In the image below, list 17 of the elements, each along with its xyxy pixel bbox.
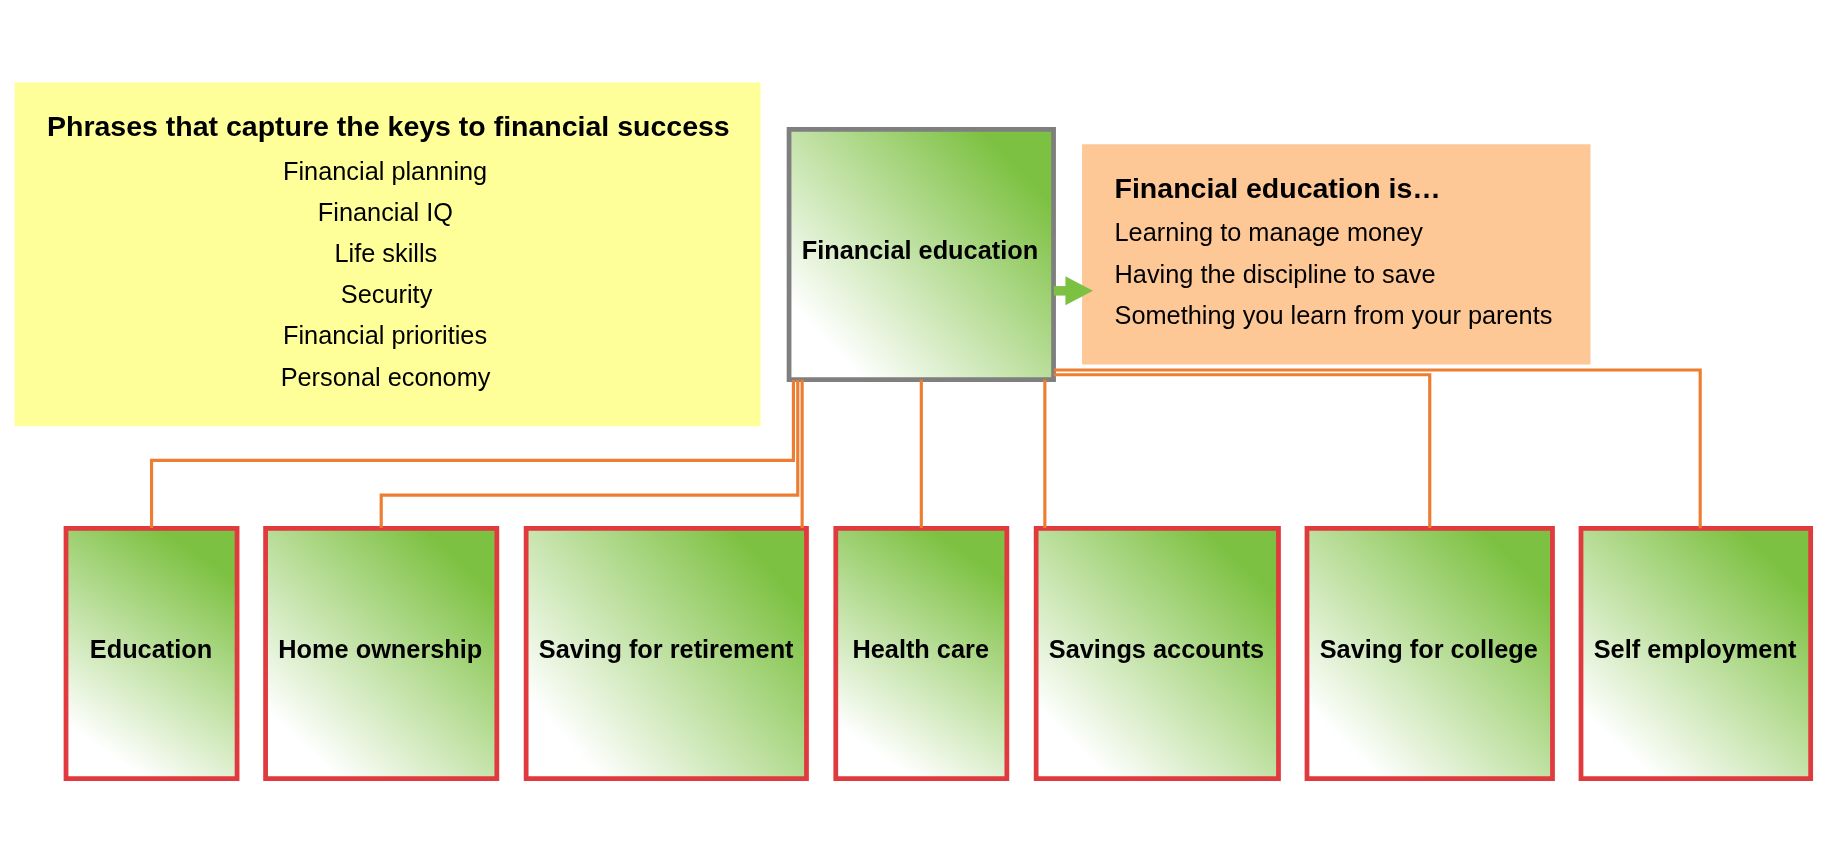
node-box: Saving for retirement <box>523 525 809 781</box>
node-box: Self employment <box>1578 525 1813 781</box>
node-box: Saving for college <box>1304 525 1555 781</box>
connector <box>1042 379 1046 528</box>
node-box: Education <box>63 525 239 781</box>
connector <box>1053 372 1431 528</box>
connector <box>919 379 923 528</box>
node-box: Financial education is… Learning to manage money Having the discipline to save Something you learn from your parents <box>1081 143 1590 364</box>
connector <box>800 379 804 528</box>
node-box: Health care <box>832 525 1009 781</box>
node-box: Phrases that capture the keys to financial success Financial planning Financial IQ Life skills Security Financial priorities Personal economy <box>14 82 761 426</box>
node-box: Financial education <box>786 126 1056 382</box>
node-box: Savings accounts <box>1033 525 1281 781</box>
connector <box>379 379 799 528</box>
connector <box>1053 367 1702 528</box>
connector <box>149 379 795 528</box>
node-box: Home ownership <box>262 525 499 781</box>
